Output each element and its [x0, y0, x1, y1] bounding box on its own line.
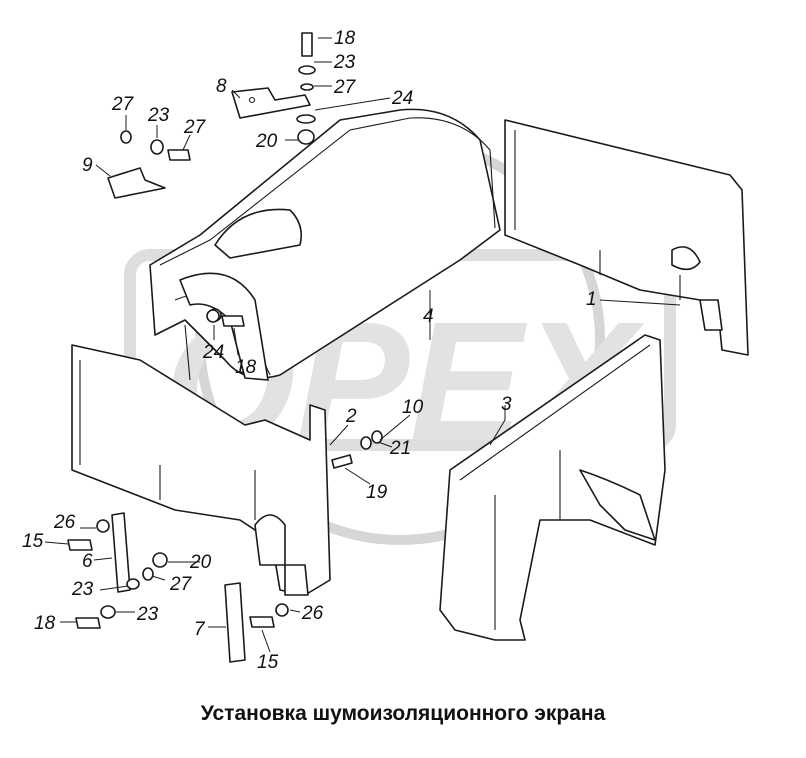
callout-24: 24	[202, 342, 224, 363]
callout-19: 19	[366, 482, 388, 503]
leader-lines	[44, 37, 681, 653]
callout-20: 20	[255, 131, 278, 152]
callout-27: 27	[111, 94, 135, 115]
callout-18: 18	[235, 357, 257, 378]
part-2-front-panel	[71, 344, 331, 596]
callout-1: 1	[586, 289, 597, 310]
callout-24: 24	[391, 88, 413, 109]
callout-23: 23	[136, 604, 159, 625]
callout-6: 6	[82, 551, 93, 572]
callout-23: 23	[147, 105, 170, 126]
callout-9: 9	[82, 155, 93, 176]
callout-2: 2	[345, 406, 357, 427]
part-1-side-panel	[504, 119, 749, 356]
callout-27: 27	[169, 574, 193, 595]
callout-4: 4	[423, 306, 434, 327]
callout-8: 8	[216, 76, 227, 97]
bracket-9	[107, 167, 166, 199]
callout-18: 18	[334, 28, 356, 49]
callout-18: 18	[34, 613, 56, 634]
callout-10: 10	[402, 397, 424, 418]
plate-7	[224, 582, 246, 663]
callout-7: 7	[194, 619, 206, 640]
callout-23: 23	[333, 52, 356, 73]
fasteners	[67, 32, 383, 629]
plate-6	[111, 512, 131, 593]
callout-23: 23	[71, 579, 94, 600]
callout-26: 26	[53, 512, 76, 533]
callout-labels: 18 23 27 8 24 20 27 23 27 9 24 18 4 1 2 …	[22, 28, 597, 673]
callout-26: 26	[301, 603, 324, 624]
part-3-rear-shield	[439, 334, 666, 641]
callout-27: 27	[183, 117, 207, 138]
figure-caption: Установка шумоизоляционного экрана	[200, 702, 606, 725]
callout-3: 3	[501, 394, 512, 415]
bracket-8	[231, 87, 311, 119]
callout-21: 21	[389, 438, 411, 459]
callout-15: 15	[22, 531, 44, 552]
part-4-shield-dome	[149, 108, 501, 381]
callout-27: 27	[333, 77, 357, 98]
callout-20: 20	[189, 552, 212, 573]
callout-15: 15	[257, 652, 279, 673]
